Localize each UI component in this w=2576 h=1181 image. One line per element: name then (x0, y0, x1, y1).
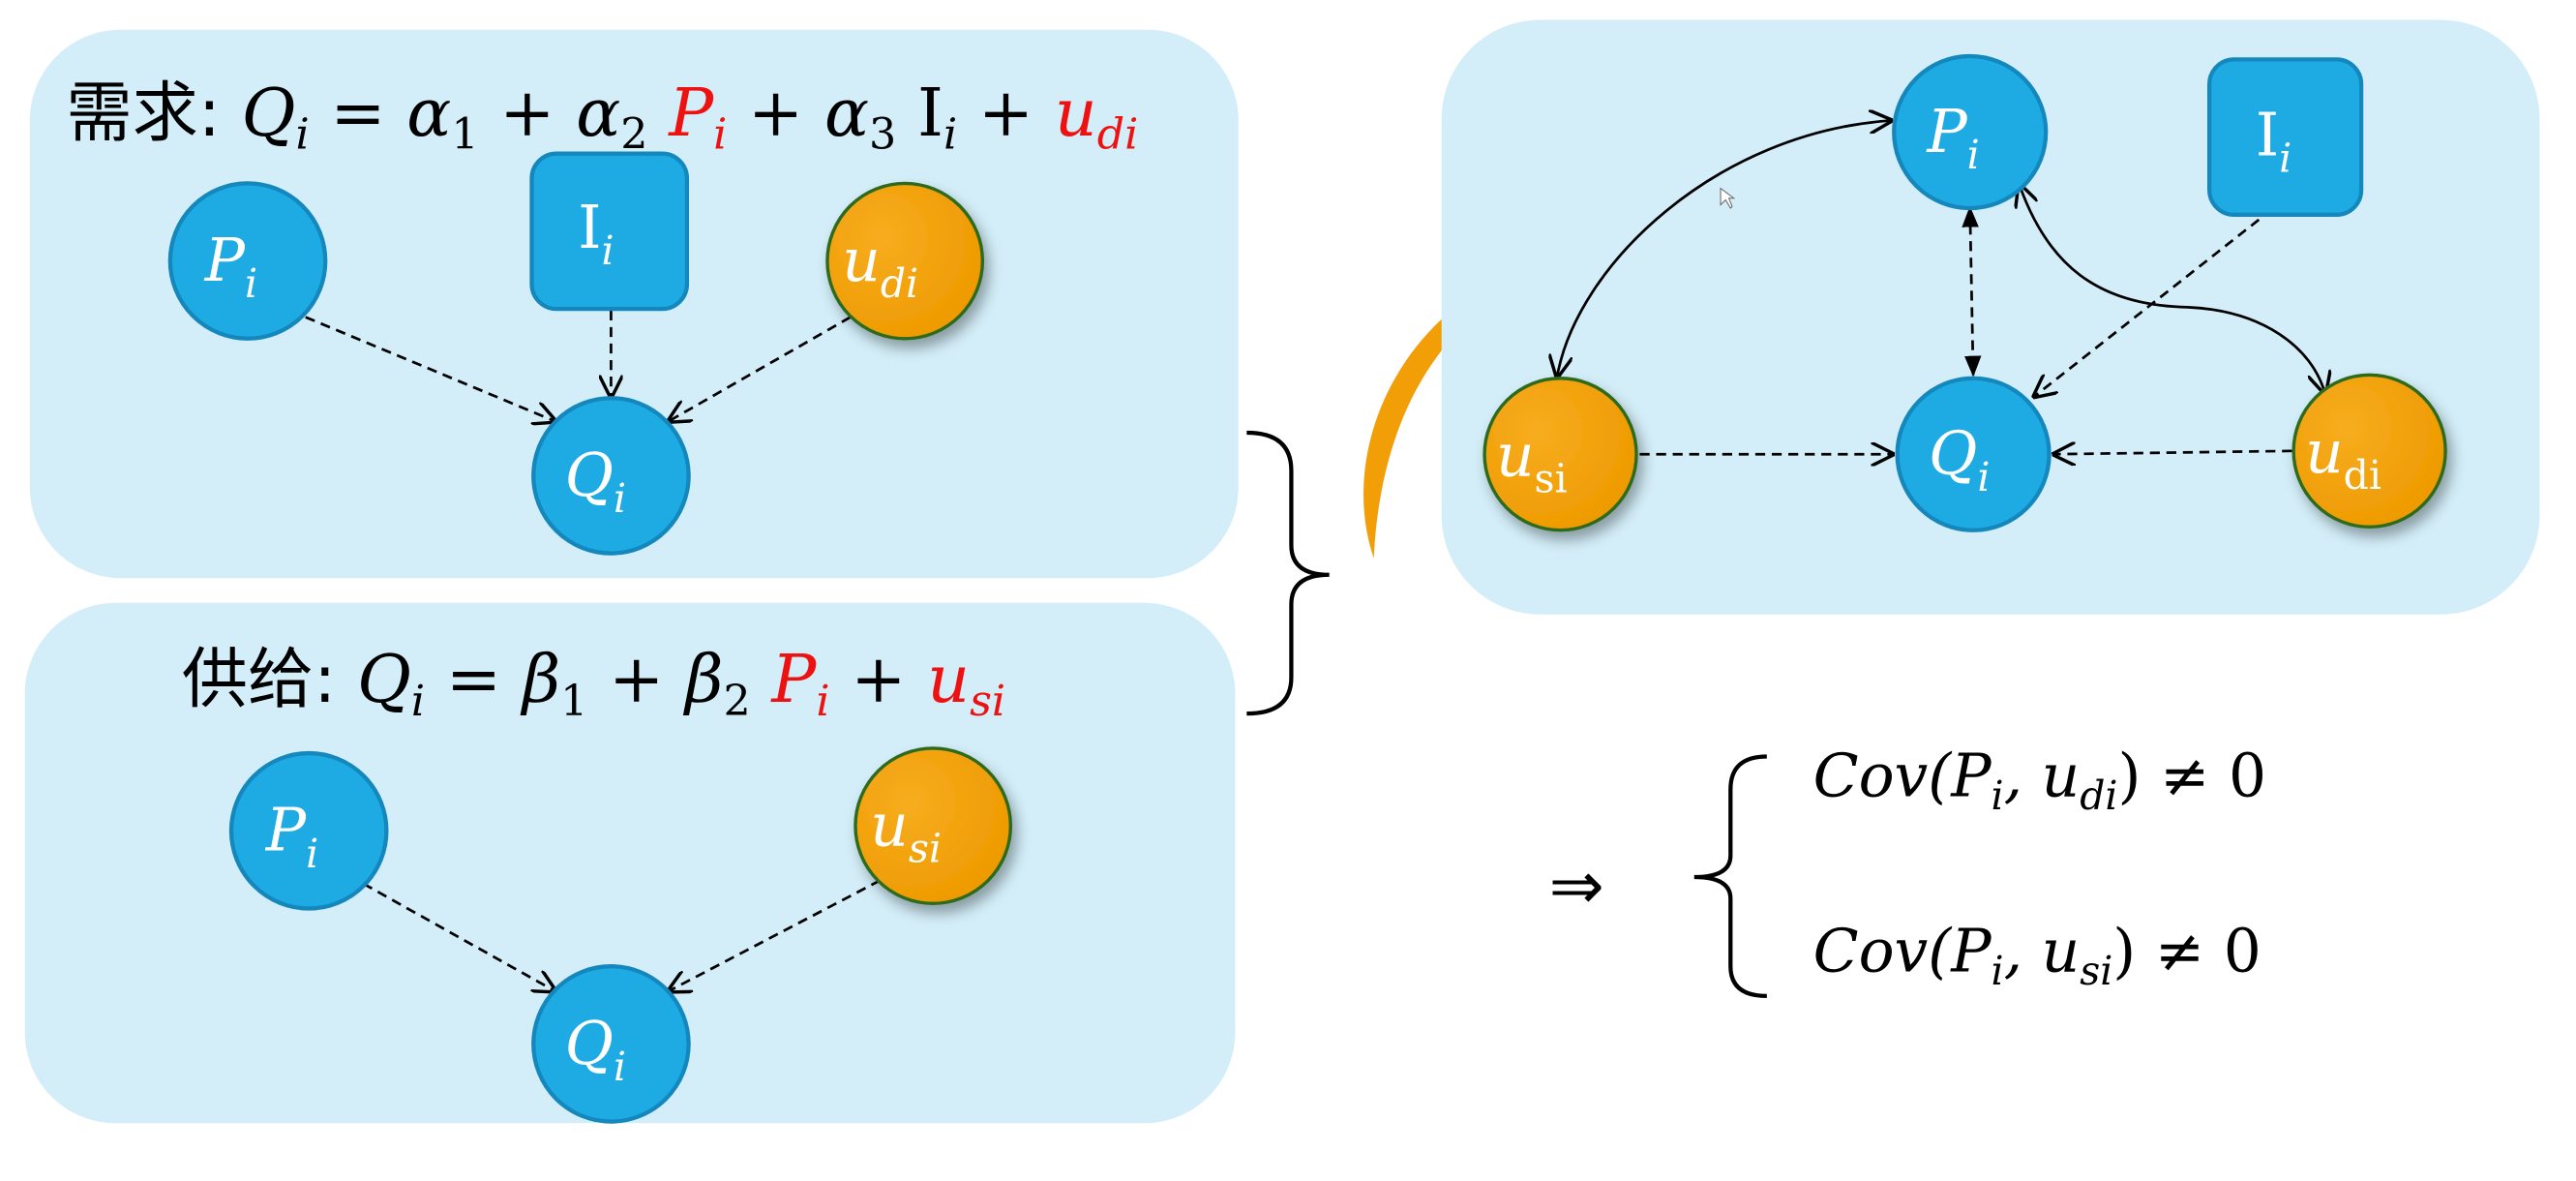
cov-demand: Cov(Pi, udi) ≠ 0 (1813, 742, 2266, 819)
node-q: Qi (531, 396, 691, 556)
edge-u-di-q (2054, 451, 2292, 454)
edge-p-u-si (1557, 121, 1891, 377)
svg-text:Pi: Pi (265, 797, 318, 877)
svg-text:Ii: Ii (2256, 101, 2291, 181)
svg-text:udi: udi (842, 227, 918, 307)
node-q: Qi (1895, 376, 2052, 532)
demand-equation: 需求: Qi = α1 + α2 Pi + α3 Ii + udi (66, 76, 1138, 166)
edge-p-to-q (362, 882, 554, 991)
edge-p-u-di (2020, 185, 2325, 393)
edge-p-to-q (305, 316, 555, 421)
node-q: Qi (531, 964, 691, 1124)
node-income: Ii (2206, 57, 2364, 217)
svg-text:Qi: Qi (565, 441, 626, 522)
svg-text:Qi: Qi (565, 1010, 626, 1090)
svg-text:Pi: Pi (204, 227, 257, 307)
node-u-di: udi (2291, 373, 2447, 530)
svg-text:usi: usi (870, 792, 942, 872)
svg-text:udi: udi (2305, 418, 2381, 499)
cov-supply: Cov(Pi, usi) ≠ 0 (1813, 917, 2261, 994)
combined-panel: Pi Ii usi Qi udi (1441, 19, 2540, 615)
node-p: Pi (1892, 53, 2049, 211)
combine-brace (1246, 430, 1330, 716)
svg-text:Qi: Qi (1929, 420, 1990, 500)
demand-panel: 需求: Qi = α1 + α2 Pi + α3 Ii + udi Pi Ii … (29, 29, 1239, 579)
conclusion-brace (1693, 754, 1767, 999)
edge-u-to-q (669, 879, 882, 990)
svg-text:Pi: Pi (1926, 98, 1979, 178)
node-income: Ii (529, 151, 690, 312)
edge-u-to-q (669, 316, 852, 421)
supply-equation: 供给: Qi = β1 + β2 Pi + usi (182, 642, 1005, 732)
node-p: Pi (228, 750, 389, 911)
svg-text:Ii: Ii (578, 194, 614, 274)
svg-text:usi: usi (1496, 421, 1568, 501)
node-u-si: usi (1483, 377, 1638, 532)
implies-symbol: ⇒ (1549, 848, 1604, 924)
cursor-icon (1720, 187, 1736, 209)
node-u-si: usi (854, 746, 1013, 906)
node-u-di: udi (825, 181, 985, 341)
supply-panel: 供给: Qi = β1 + β2 Pi + usi Pi usi Qi (24, 602, 1236, 1124)
edge-p-q (1962, 205, 1982, 378)
node-p: Pi (167, 181, 328, 341)
edge-i-q (2034, 218, 2261, 397)
